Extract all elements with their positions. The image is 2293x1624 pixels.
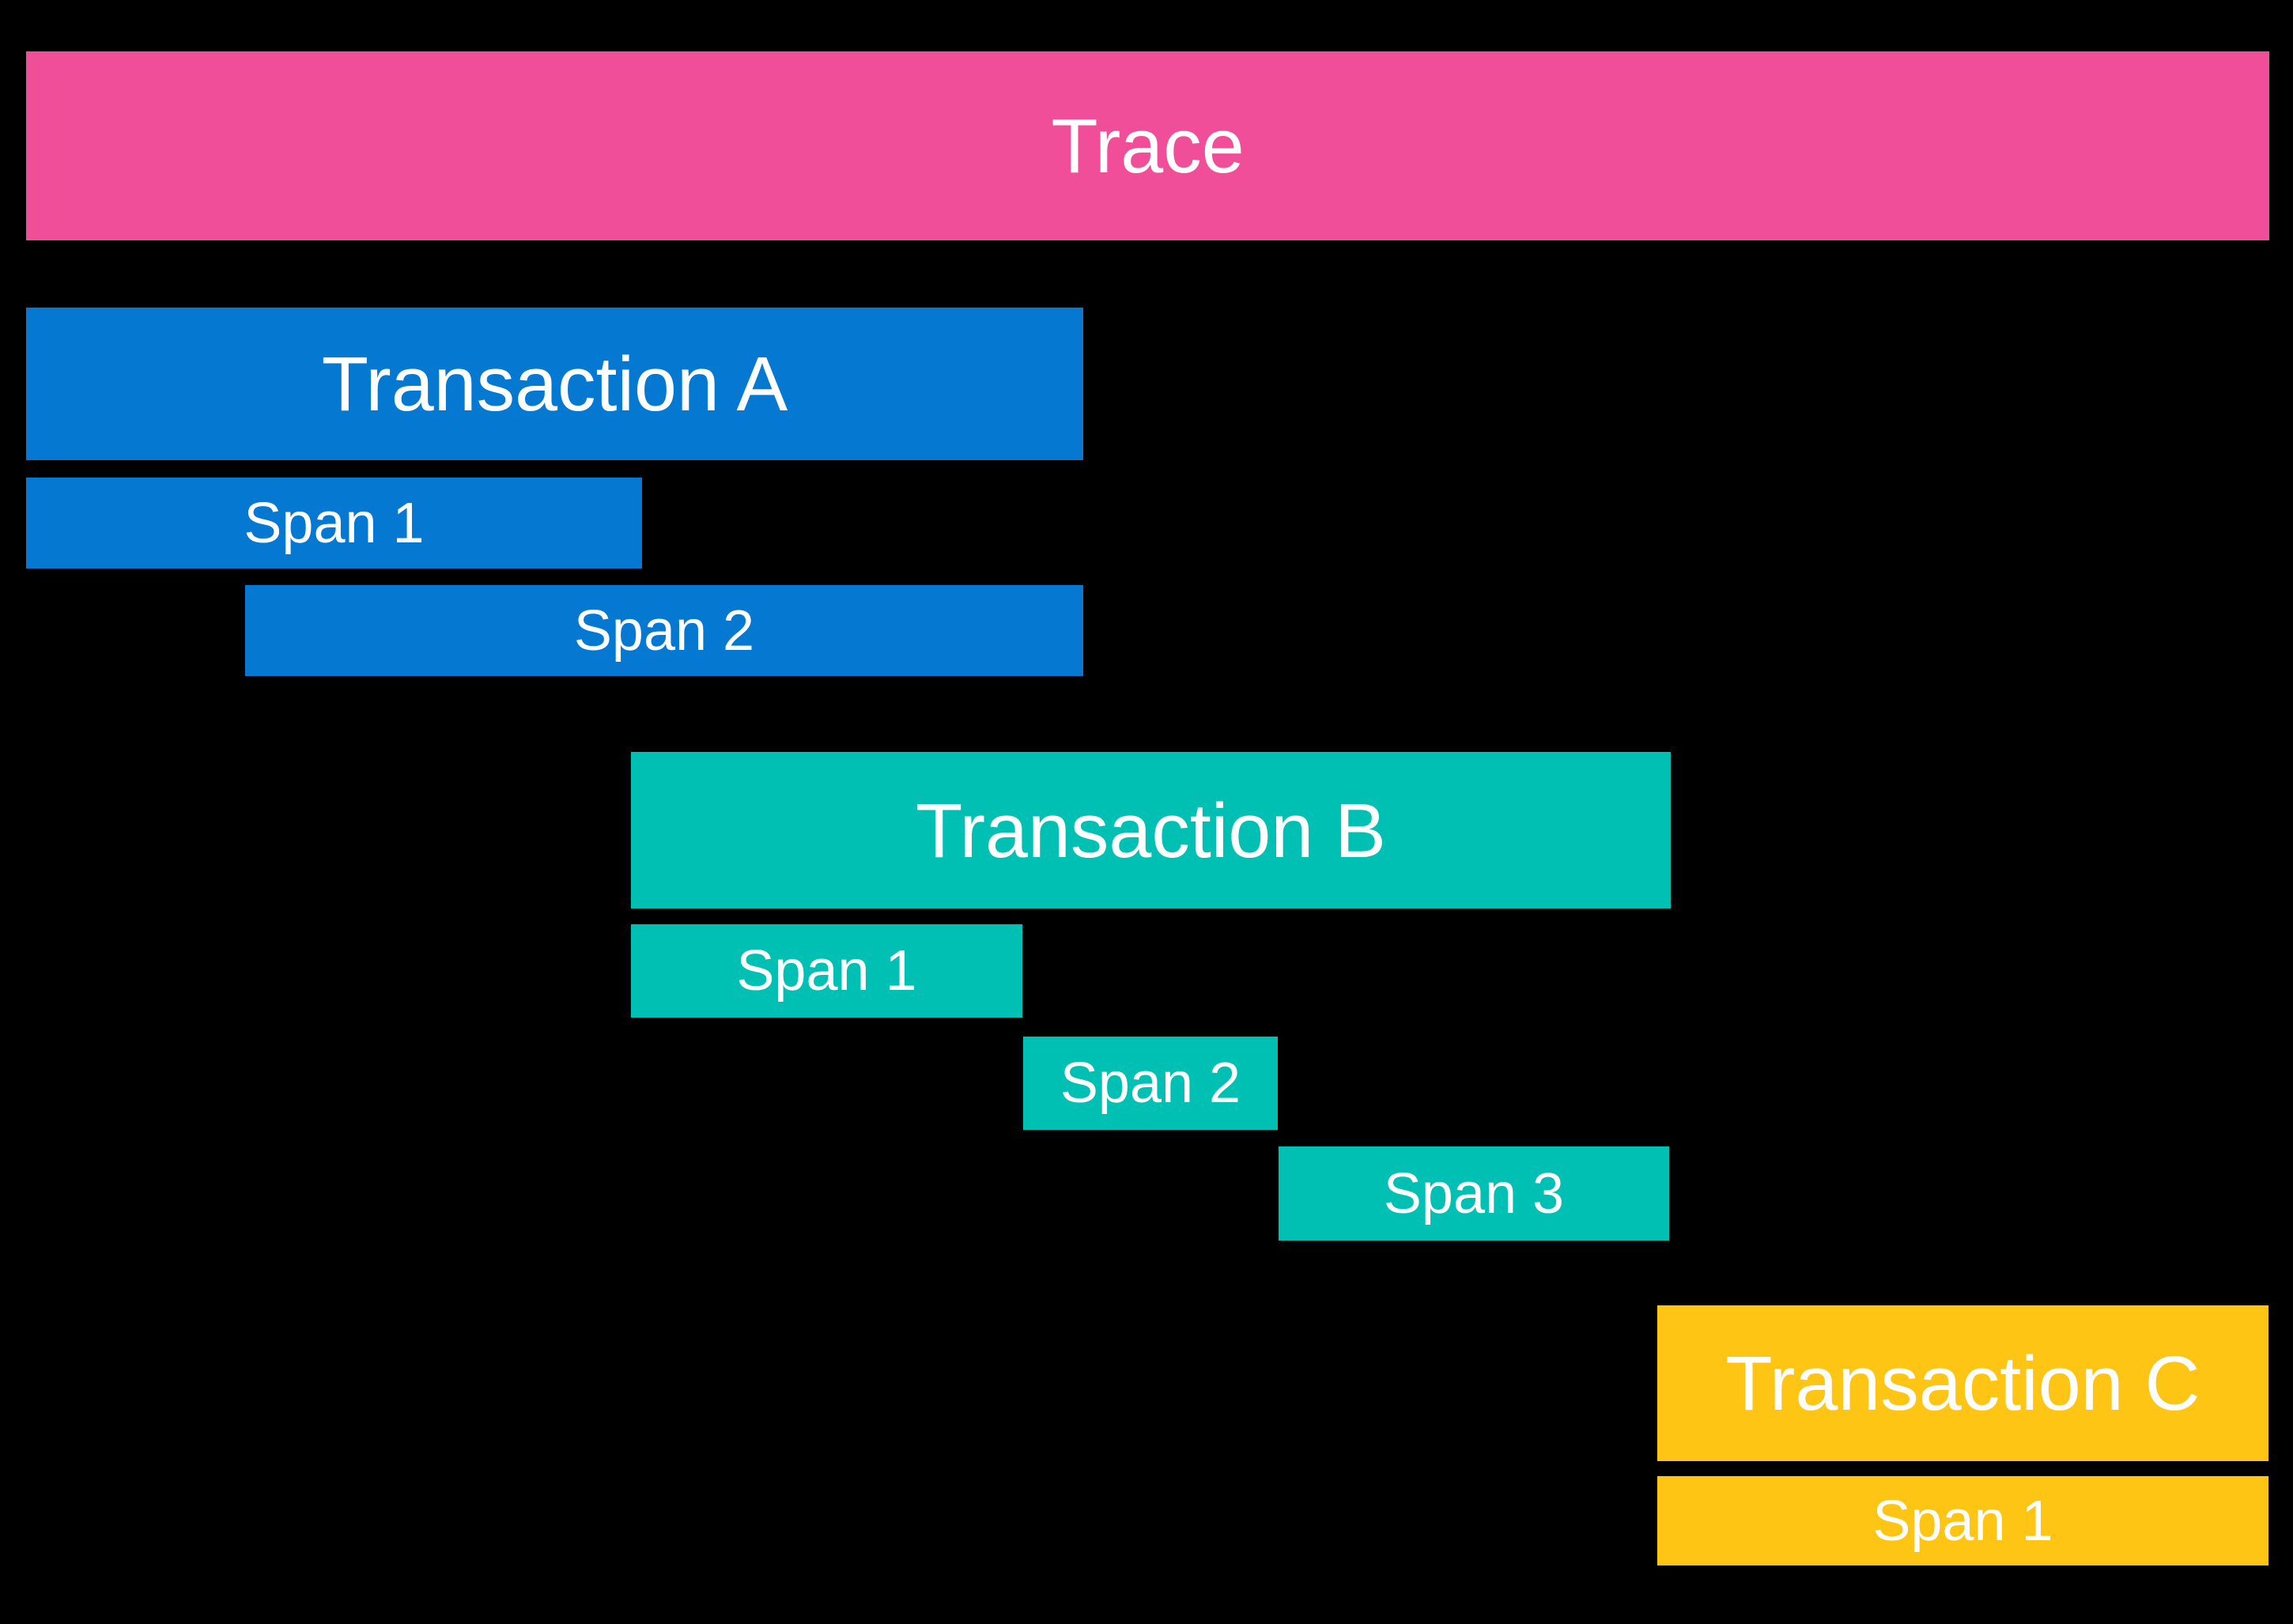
transaction-a-span-2-bar: Span 2 [245,585,1083,676]
transaction-c-bar-label: Transaction C [1725,1340,2200,1426]
transaction-b-span-3-bar: Span 3 [1279,1146,1669,1241]
trace-bar: Trace [26,51,2269,240]
transaction-a-span-1-bar: Span 1 [26,478,642,568]
transaction-b-span-1-bar-label: Span 1 [736,939,917,1003]
transaction-b-bar: Transaction B [631,752,1671,908]
transaction-c-bar: Transaction C [1657,1305,2268,1461]
transaction-b-span-2-bar-label: Span 2 [1060,1052,1241,1115]
transaction-b-bar-label: Transaction B [916,787,1386,874]
transaction-c-span-1-bar: Span 1 [1657,1476,2268,1565]
transaction-a-span-2-bar-label: Span 2 [573,599,755,663]
transaction-a-bar-label: Transaction A [321,341,788,427]
transaction-b-span-1-bar: Span 1 [631,924,1022,1018]
transaction-a-bar: Transaction A [26,308,1083,460]
trace-bar-label: Trace [1051,103,1245,189]
transaction-a-span-1-bar-label: Span 1 [244,491,425,555]
transaction-b-span-3-bar-label: Span 3 [1383,1161,1565,1226]
transaction-b-span-2-bar: Span 2 [1023,1037,1278,1130]
transaction-c-span-1-bar-label: Span 1 [1872,1489,2053,1553]
